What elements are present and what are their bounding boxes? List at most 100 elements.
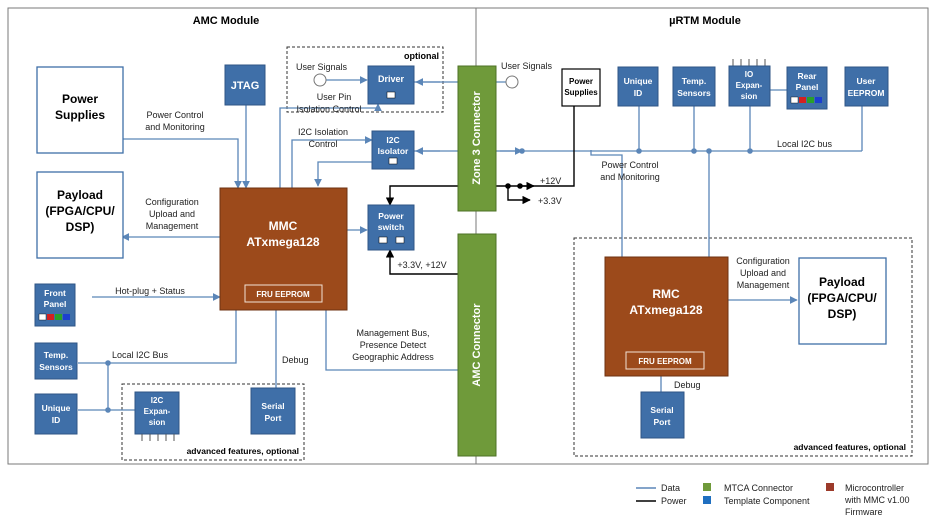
- led-icon: [815, 97, 822, 103]
- legend-micro-label-0: Microcontroller: [845, 483, 904, 493]
- rmc-block: RMC ATxmega128 FRU EEPROM: [604, 256, 729, 377]
- mmc-line-0: MMC: [269, 219, 298, 233]
- led-icon: [63, 314, 70, 320]
- front-panel-line-1: Panel: [44, 299, 67, 309]
- legend-micro-label-1: with MMC v1.00: [844, 495, 910, 505]
- junction-dots: [105, 148, 753, 413]
- serial-port-line-0: Serial: [261, 401, 284, 411]
- template-chip-icon: [386, 91, 396, 99]
- r-serial-port-line-0: Serial: [650, 405, 673, 415]
- legend-mtca-swatch: [703, 483, 711, 491]
- r-config-upload-label-1: Upload and: [740, 268, 786, 278]
- power-junction: [505, 183, 511, 189]
- r-io-expansion-block: IO Expan- sion: [728, 59, 771, 107]
- payload-line-1: (FPGA/CPU/: [45, 204, 115, 218]
- led-icon: [47, 314, 54, 320]
- led-icon: [799, 97, 806, 103]
- r-serial-port-line-1: Port: [654, 417, 671, 427]
- r-serial-port-block: Serial Port: [640, 391, 685, 439]
- expansion-pins-icon: [732, 59, 766, 66]
- r-unique-id-line-1: ID: [634, 88, 643, 98]
- power-junction-2: [517, 183, 523, 189]
- template-chip-icon: [388, 157, 398, 165]
- driver-block: Driver: [367, 65, 415, 105]
- i2c-expansion-line-2: sion: [149, 418, 166, 427]
- legend-power-label: Power: [661, 496, 687, 506]
- r-io-expansion-line-1: Expan-: [736, 81, 763, 90]
- power-supplies-line-1: Supplies: [55, 108, 105, 122]
- r-user-eeprom-line-0: User: [857, 76, 877, 86]
- hotplug-label: Hot-plug + Status: [115, 286, 185, 296]
- r-debug-label: Debug: [674, 380, 701, 390]
- legend-micro-label-2: Firmware: [845, 507, 883, 517]
- debug-label: Debug: [282, 355, 309, 365]
- mgmt-bus-label-0: Management Bus,: [356, 328, 429, 338]
- jtag-block: JTAG: [224, 64, 266, 106]
- amc-connector-label: AMC Connector: [471, 303, 483, 387]
- temp-sensors-line-1: Sensors: [39, 362, 73, 372]
- r-power-control-label-1: and Monitoring: [600, 172, 660, 182]
- led-icon: [38, 313, 47, 321]
- front-panel-block: Front Panel: [34, 283, 76, 327]
- line-labels: Power Control and Monitoring Configurati…: [112, 61, 833, 390]
- user-signals-right-connector: [505, 75, 519, 89]
- config-upload-label-0: Configuration: [145, 197, 199, 207]
- i2c-isolator-block: I2C Isolator: [371, 130, 415, 170]
- i2c-isolator-line-0: I2C: [386, 135, 399, 145]
- i2c-iso-ctrl-label-1: Control: [308, 139, 337, 149]
- payload-line-2: DSP): [66, 220, 95, 234]
- front-panel-line-0: Front: [44, 288, 66, 298]
- mmc-block: MMC ATxmega128 FRU EEPROM: [219, 187, 348, 311]
- advanced-frame-right: [573, 237, 913, 457]
- legend-template-label: Template Component: [724, 496, 810, 506]
- r-rear-panel-line-1: Panel: [796, 82, 819, 92]
- r-io-expansion-line-2: sion: [741, 92, 758, 101]
- legend-micro-swatch: [826, 483, 834, 491]
- unique-id-line-0: Unique: [42, 403, 71, 413]
- i2c-expansion-block: I2C Expan- sion: [134, 391, 180, 441]
- user-signals-left-connector: [313, 73, 327, 87]
- mmc-line-1: ATxmega128: [246, 235, 319, 249]
- led-icon: [807, 97, 814, 103]
- urtm-module-title: µRTM Module: [669, 15, 741, 27]
- local-i2c-bus-label: Local I2C Bus: [112, 350, 169, 360]
- temp-sensors-block: Temp. Sensors: [34, 342, 78, 380]
- serial-port-block: Serial Port: [250, 387, 296, 435]
- expansion-pins-icon: [141, 434, 175, 441]
- r-temp-sensors-block: Temp. Sensors: [672, 66, 716, 107]
- v33-12-label: +3.3V, +12V: [397, 260, 446, 270]
- mgmt-bus-label-2: Geographic Address: [352, 352, 434, 362]
- zone3-connector-label: Zone 3 Connector: [471, 91, 483, 185]
- r-payload-line-0: Payload: [819, 275, 865, 289]
- power-switch-line-0: Power: [378, 211, 404, 221]
- i2c-iso-ctrl-label-0: I2C Isolation: [298, 127, 348, 137]
- r-power-supplies-box: [561, 68, 601, 107]
- legend-data-label: Data: [661, 483, 680, 493]
- led-icon: [790, 96, 799, 104]
- v33-label: +3.3V: [538, 196, 562, 206]
- amc-connector: [457, 233, 497, 457]
- i2c-isolator-line-1: Isolator: [378, 146, 409, 156]
- r-power-supplies-line-1: Supplies: [564, 88, 598, 97]
- r-user-eeprom-line-1: EEPROM: [848, 88, 885, 98]
- led-icon: [55, 314, 62, 320]
- r-rear-panel-block: Rear Panel: [786, 66, 828, 110]
- i2c-expansion-line-1: Expan-: [144, 407, 171, 416]
- r-payload-line-2: DSP): [828, 307, 857, 321]
- temp-sensors-line-0: Temp.: [44, 350, 68, 360]
- template-chip-icon: [378, 236, 388, 244]
- optional-frame: [286, 46, 444, 113]
- unique-id-line-1: ID: [52, 415, 61, 425]
- r-rear-panel-line-0: Rear: [798, 71, 818, 81]
- template-chip-icon: [395, 236, 405, 244]
- r-io-expansion-line-0: IO: [745, 70, 753, 79]
- legend-template-swatch: [703, 496, 711, 504]
- driver-label: Driver: [378, 74, 405, 84]
- legend: Data Power MTCA Connector Template Compo…: [636, 483, 910, 517]
- zone3-connector: [457, 65, 497, 212]
- r-power-control-label-0: Power Control: [601, 160, 658, 170]
- mmc-fru-eeprom: FRU EEPROM: [256, 290, 310, 299]
- mgmt-bus-label-1: Presence Detect: [360, 340, 427, 350]
- advanced-label-right: advanced features, optional: [794, 442, 906, 452]
- payload-line-0: Payload: [57, 188, 103, 202]
